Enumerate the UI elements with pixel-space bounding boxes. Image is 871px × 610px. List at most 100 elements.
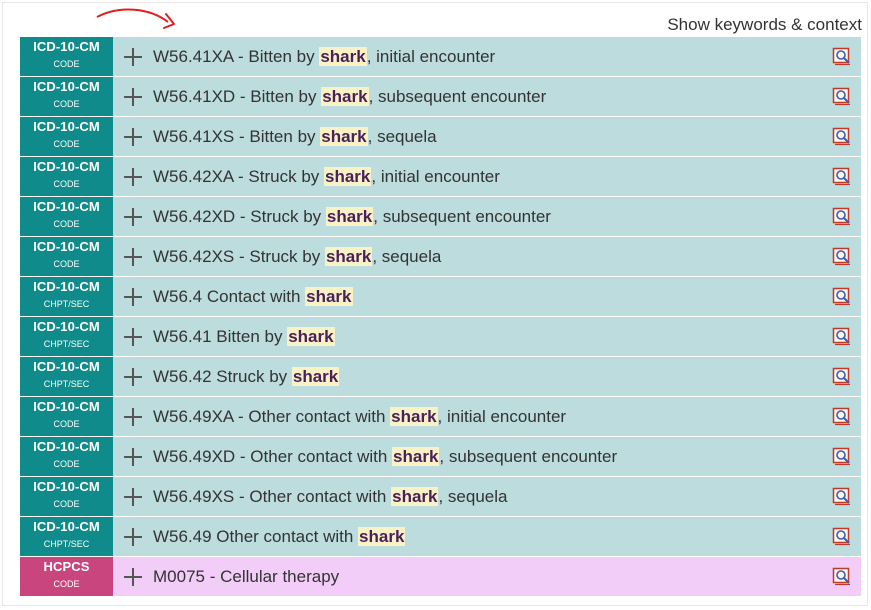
result-title[interactable]: W56.42XD - Struck by shark, subsequent e… <box>153 206 551 227</box>
plus-icon[interactable] <box>123 247 143 267</box>
result-row[interactable]: ICD-10-CM CHPT/SEC W56.49 Other contact … <box>20 517 861 556</box>
context-magnifier-icon[interactable] <box>832 406 852 426</box>
plus-icon[interactable] <box>123 87 143 107</box>
result-title[interactable]: W56.41 Bitten by shark <box>153 326 335 347</box>
context-magnifier-icon[interactable] <box>832 46 852 66</box>
result-row[interactable]: ICD-10-CM CODE W56.49XS - Other contact … <box>20 477 861 516</box>
code-kind-label: CODE <box>53 99 80 109</box>
result-row[interactable]: ICD-10-CM CHPT/SEC W56.42 Struck by shar… <box>20 357 861 396</box>
plus-icon[interactable] <box>123 47 143 67</box>
title-suffix: , sequela <box>367 126 437 146</box>
plus-icon[interactable] <box>123 527 143 547</box>
code-system-label: ICD-10-CM <box>33 479 100 494</box>
title-text: M0075 - Cellular therapy <box>153 566 340 586</box>
result-body[interactable]: W56.42XS - Struck by shark, sequela <box>113 237 861 276</box>
context-magnifier-icon[interactable] <box>832 326 852 346</box>
result-body[interactable]: W56.49XS - Other contact with shark, seq… <box>113 477 861 516</box>
code-type-badge: ICD-10-CM CHPT/SEC <box>20 357 113 396</box>
context-magnifier-icon[interactable] <box>832 566 852 586</box>
title-text: W56.42 Struck by <box>153 366 292 386</box>
result-title[interactable]: W56.42 Struck by shark <box>153 366 340 387</box>
plus-icon[interactable] <box>123 327 143 347</box>
plus-icon[interactable] <box>123 447 143 467</box>
result-row[interactable]: ICD-10-CM CODE W56.41XA - Bitten by shar… <box>20 37 861 76</box>
result-row[interactable]: ICD-10-CM CHPT/SEC W56.4 Contact with sh… <box>20 277 861 316</box>
result-title[interactable]: W56.49XA - Other contact with shark, ini… <box>153 406 566 427</box>
context-magnifier-icon[interactable] <box>832 86 852 106</box>
show-keywords-link[interactable]: Show keywords & context <box>667 15 862 34</box>
code-kind-label: CHPT/SEC <box>43 379 90 389</box>
result-body[interactable]: W56.41 Bitten by shark <box>113 317 861 356</box>
title-suffix: , sequela <box>372 246 442 266</box>
code-kind-label: CODE <box>53 499 80 509</box>
result-body[interactable]: W56.42XD - Struck by shark, subsequent e… <box>113 197 861 236</box>
code-system-label: ICD-10-CM <box>33 159 100 174</box>
result-title[interactable]: W56.49XD - Other contact with shark, sub… <box>153 446 618 467</box>
code-system-label: ICD-10-CM <box>33 439 100 454</box>
keyword-highlight: shark <box>287 326 335 346</box>
title-text: W56.41XS - Bitten by <box>153 126 321 146</box>
plus-icon[interactable] <box>123 127 143 147</box>
result-title[interactable]: W56.41XS - Bitten by shark, sequela <box>153 126 437 147</box>
result-row[interactable]: ICD-10-CM CODE W56.41XD - Bitten by shar… <box>20 77 861 116</box>
context-magnifier-icon[interactable] <box>832 166 852 186</box>
result-body[interactable]: W56.49XD - Other contact with shark, sub… <box>113 437 861 476</box>
title-text: W56.41XD - Bitten by <box>153 86 322 106</box>
result-body[interactable]: M0075 - Cellular therapy <box>113 557 861 596</box>
result-title[interactable]: W56.42XA - Struck by shark, initial enco… <box>153 166 500 187</box>
result-title[interactable]: W56.49 Other contact with shark <box>153 526 406 547</box>
result-body[interactable]: W56.49 Other contact with shark <box>113 517 861 556</box>
plus-icon[interactable] <box>123 287 143 307</box>
result-row[interactable]: ICD-10-CM CODE W56.42XA - Struck by shar… <box>20 157 861 196</box>
context-magnifier-icon[interactable] <box>832 206 852 226</box>
keyword-highlight: shark <box>321 86 369 106</box>
result-row[interactable]: ICD-10-CM CODE W56.41XS - Bitten by shar… <box>20 117 861 156</box>
result-title[interactable]: W56.49XS - Other contact with shark, seq… <box>153 486 507 507</box>
code-system-label: HCPCS <box>43 559 90 574</box>
code-kind-label: CHPT/SEC <box>43 339 90 349</box>
result-row[interactable]: ICD-10-CM CODE W56.42XD - Struck by shar… <box>20 197 861 236</box>
context-magnifier-icon[interactable] <box>832 526 852 546</box>
result-title[interactable]: W56.42XS - Struck by shark, sequela <box>153 246 442 267</box>
context-magnifier-icon[interactable] <box>832 366 852 386</box>
plus-icon[interactable] <box>123 367 143 387</box>
result-title[interactable]: W56.41XA - Bitten by shark, initial enco… <box>153 46 496 67</box>
code-kind-label: CODE <box>53 259 80 269</box>
title-suffix: , subsequent encounter <box>368 86 547 106</box>
context-magnifier-icon[interactable] <box>832 446 852 466</box>
result-title[interactable]: W56.4 Contact with shark <box>153 286 353 307</box>
result-title[interactable]: M0075 - Cellular therapy <box>153 567 339 587</box>
plus-icon[interactable] <box>123 407 143 427</box>
result-row[interactable]: ICD-10-CM CODE W56.49XD - Other contact … <box>20 437 861 476</box>
plus-icon[interactable] <box>123 207 143 227</box>
result-body[interactable]: W56.42XA - Struck by shark, initial enco… <box>113 157 861 196</box>
context-magnifier-icon[interactable] <box>832 246 852 266</box>
result-row[interactable]: ICD-10-CM CODE W56.49XA - Other contact … <box>20 397 861 436</box>
code-system-label: ICD-10-CM <box>33 319 100 334</box>
title-suffix: , subsequent encounter <box>439 446 618 466</box>
title-suffix: , initial encounter <box>366 46 496 66</box>
context-magnifier-icon[interactable] <box>832 286 852 306</box>
title-suffix: , initial encounter <box>371 166 500 186</box>
code-type-badge: ICD-10-CM CODE <box>20 117 113 156</box>
result-body[interactable]: W56.41XS - Bitten by shark, sequela <box>113 117 861 156</box>
result-body[interactable]: W56.4 Contact with shark <box>113 277 861 316</box>
code-system-label: ICD-10-CM <box>33 79 100 94</box>
title-text: W56.42XA - Struck by <box>153 166 325 186</box>
result-row[interactable]: ICD-10-CM CHPT/SEC W56.41 Bitten by shar… <box>20 317 861 356</box>
result-row[interactable]: ICD-10-CM CODE W56.42XS - Struck by shar… <box>20 237 861 276</box>
result-title[interactable]: W56.41XD - Bitten by shark, subsequent e… <box>153 86 547 107</box>
result-body[interactable]: W56.41XD - Bitten by shark, subsequent e… <box>113 77 861 116</box>
result-row[interactable]: HCPCS CODE M0075 - Cellular therapy <box>20 557 861 596</box>
plus-icon[interactable] <box>123 167 143 187</box>
result-body[interactable]: W56.49XA - Other contact with shark, ini… <box>113 397 861 436</box>
context-magnifier-icon[interactable] <box>832 486 852 506</box>
result-body[interactable]: W56.41XA - Bitten by shark, initial enco… <box>113 37 861 76</box>
title-text: W56.4 Contact with <box>153 286 306 306</box>
plus-icon[interactable] <box>123 487 143 507</box>
result-body[interactable]: W56.42 Struck by shark <box>113 357 861 396</box>
keyword-highlight: shark <box>391 486 439 506</box>
plus-icon[interactable] <box>123 567 143 587</box>
context-magnifier-icon[interactable] <box>832 126 852 146</box>
